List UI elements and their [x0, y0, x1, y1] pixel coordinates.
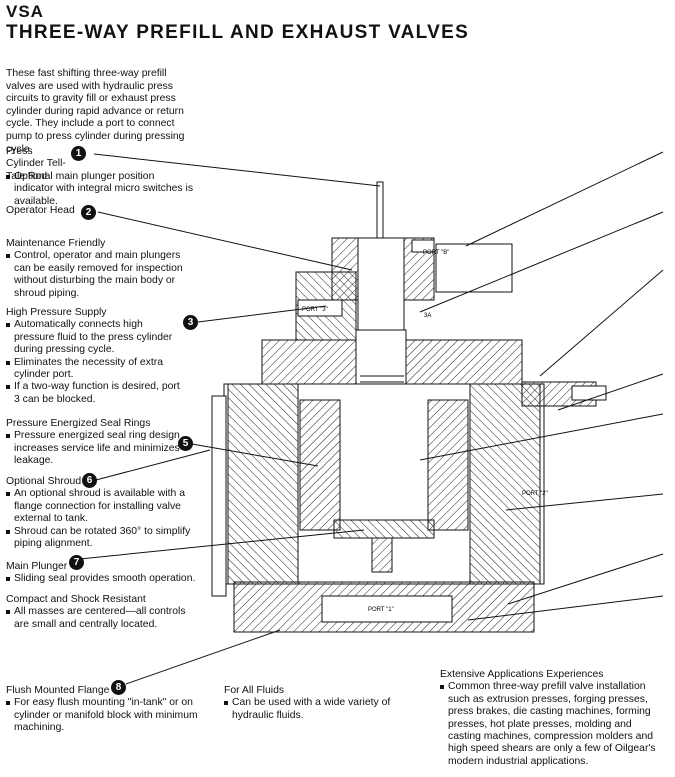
feature-bullet: For easy flush mounting "in-tank" or on …: [6, 697, 206, 734]
feature-bullet: If a two-way function is desired, port 3…: [6, 381, 186, 406]
feature-heading: Pressure Energized Seal Rings: [6, 418, 151, 429]
intro-paragraph: These fast shifting three-way prefill va…: [6, 68, 185, 155]
feature-heading: For All Fluids: [224, 685, 285, 696]
callout-number-3: 3: [183, 315, 198, 330]
feature-main-plunger: Main Plunger Sliding seal provides smoot…: [6, 561, 196, 586]
brand-label: VSA: [6, 2, 44, 21]
feature-bullet: Common three-way prefill valve installat…: [440, 681, 666, 768]
page-title: THREE-WAY PREFILL AND EXHAUST VALVES: [6, 22, 470, 43]
optional-shroud: [211, 395, 227, 597]
feature-heading: Extensive Applications Experiences: [440, 669, 604, 680]
feature-heading: Optional Shroud: [6, 476, 82, 487]
feature-press-cylinder: Press Cylinder Tell-Tale Rod: [6, 146, 66, 183]
feature-all-fluids: For All Fluids Can be used with a wide v…: [224, 685, 404, 722]
callout-number-8: 8: [111, 680, 126, 695]
feature-high-pressure: High Pressure Supply Automatically conne…: [6, 307, 186, 406]
feature-heading: Operator Head: [6, 205, 75, 216]
feature-shroud: Optional Shroud An optional shroud is av…: [6, 476, 196, 550]
feature-bullet: Sliding seal provides smooth operation.: [6, 573, 196, 585]
port-b-block: [435, 243, 513, 293]
callout-number-7: 7: [69, 555, 84, 570]
tell-tale-rod: [376, 181, 384, 243]
callout-number-6: 6: [82, 473, 97, 488]
feature-bullet: Pressure energized seal ring design incr…: [6, 430, 186, 467]
feature-bullet: Optional main plunger position indicator…: [6, 171, 196, 208]
port-3a-label: 3A: [424, 313, 431, 319]
feature-bullet: Control, operator and main plungers can …: [6, 250, 196, 300]
callout-number-1: 1: [71, 146, 86, 161]
feature-bullet: Eliminates the necessity of extra cylind…: [6, 357, 186, 382]
feature-operator-head: Operator Head: [6, 205, 196, 217]
feature-applications: Extensive Applications Experiences Commo…: [440, 669, 666, 768]
feature-compact: Compact and Shock Resistant All masses a…: [6, 594, 196, 631]
callout-lines: [69, 153, 381, 685]
port-1-label: PORT "1": [368, 607, 394, 613]
port-3-label: PORT "3": [302, 307, 328, 313]
feature-press-cylinder-bullets: Optional main plunger position indicator…: [6, 171, 196, 208]
feature-heading: Compact and Shock Resistant: [6, 594, 146, 605]
feature-heading: Maintenance Friendly: [6, 238, 106, 249]
callout-number-5: 5: [178, 436, 193, 451]
feature-bullet: Shroud can be rotated 360° to simplify p…: [6, 526, 196, 551]
feature-bullet: Automatically connects high pressure flu…: [6, 319, 186, 356]
feature-flush-flange: Flush Mounted Flange For easy flush moun…: [6, 685, 206, 735]
feature-bullet: An optional shroud is available with a f…: [6, 488, 196, 525]
feature-seal-rings: Pressure Energized Seal Rings Pressure e…: [6, 418, 186, 468]
feature-heading: High Pressure Supply: [6, 307, 107, 318]
feature-heading: Flush Mounted Flange: [6, 685, 110, 696]
feature-heading: Main Plunger: [6, 561, 68, 572]
callout-number-2: 2: [81, 205, 96, 220]
feature-bullet: All masses are centered—all controls are…: [6, 606, 196, 631]
port-b-label: PORT "B": [423, 250, 449, 256]
right-callout-lines: [419, 151, 664, 621]
feature-bullet: Can be used with a wide variety of hydra…: [224, 697, 404, 722]
port-2-label: PORT "2": [522, 491, 548, 497]
feature-heading: Press Cylinder Tell-Tale Rod: [6, 146, 66, 182]
feature-maintenance: Maintenance Friendly Control, operator a…: [6, 238, 196, 300]
